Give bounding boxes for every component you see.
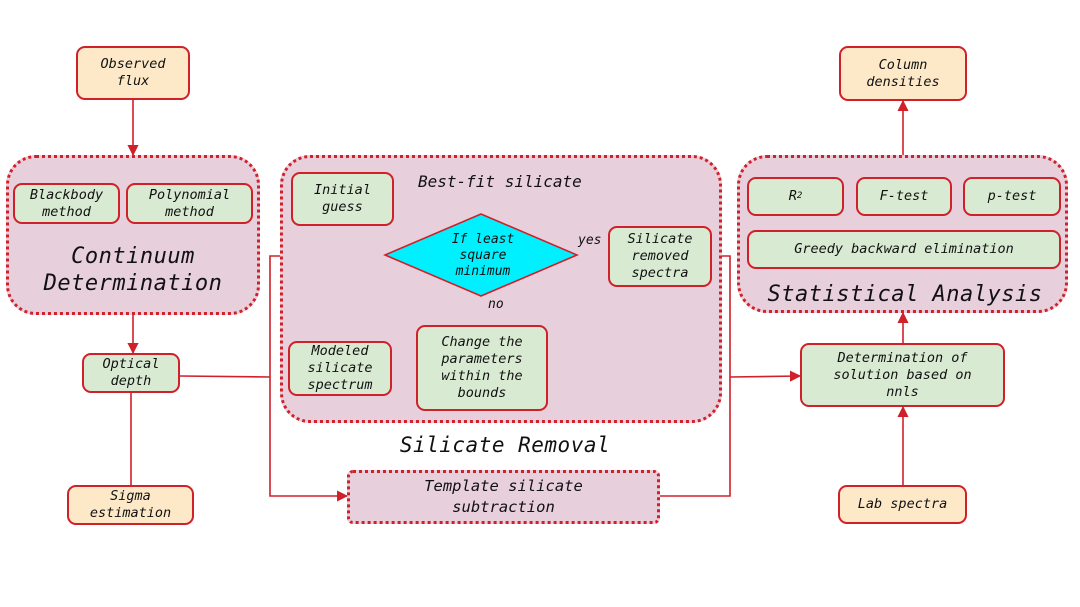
optical-depth-node: Optical depth [82,353,180,393]
column-densities-node: Column densities [839,46,967,101]
silicate-removal-title: Silicate Removal [399,433,611,457]
polynomial-method-node: Polynomial method [126,183,253,224]
edge-template-to-merge [660,377,731,497]
decision-label: If least square minimum [451,232,515,279]
sigma-estimation-node: Sigma estimation [67,485,194,525]
edge-depth-to-split [179,375,271,378]
blackbody-method-node: Blackbody method [13,183,120,224]
silicate-removed-spectra-node: Silicate removed spectra [608,226,712,287]
edge-merge-to-determination [729,370,802,382]
lab-spectra-node: Lab spectra [838,485,967,524]
p-test-node: p-test [963,177,1061,216]
yes-label: yes [578,233,602,248]
template-silicate-subtraction-node: Template silicate subtraction [347,470,660,524]
modeled-silicate-spectrum-node: Modeled silicate spectrum [288,341,392,396]
least-square-decision-diamond [383,213,579,297]
continuum-determination-title: Continuum Determination [43,244,223,296]
initial-guess-node: Initial guess [291,172,394,226]
greedy-backward-elimination-node: Greedy backward elimination [747,230,1061,269]
best-fit-silicate-title: Best-fit silicate [418,172,582,191]
r-squared-superscript: 2 [796,191,803,201]
statistical-analysis-title: Statistical Analysis [767,282,1043,307]
change-parameters-node: Change the parameters within the bounds [416,325,548,411]
continuum-determination-group [6,155,260,315]
f-test-node: F-test [856,177,952,216]
observed-flux-node: Observed flux [76,46,190,100]
determination-nnls-node: Determination of solution based on nnls [800,343,1005,407]
r-squared-base: R [788,188,797,204]
no-label: no [488,297,504,312]
edge-split-to-template [269,377,349,502]
